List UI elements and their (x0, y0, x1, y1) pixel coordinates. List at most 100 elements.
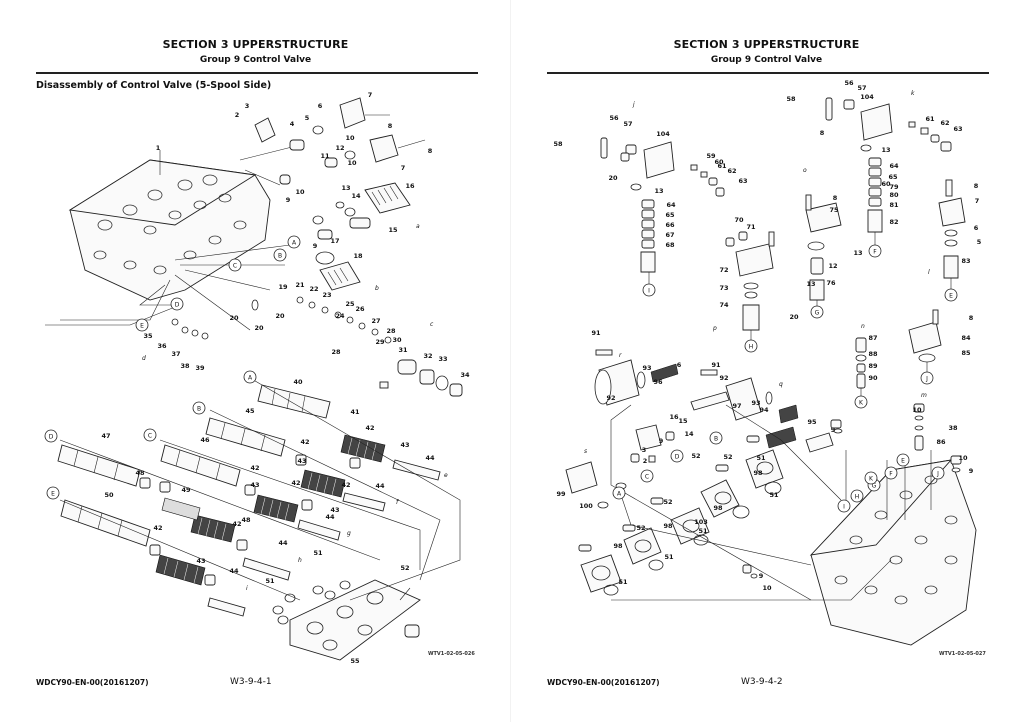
exploded-diagram-right: I H G F E K J A B C D E F G H I J K j k … (553, 79, 982, 646)
letter-tag: F (889, 471, 893, 478)
fittings-99 (565, 424, 675, 494)
callout-number: 51 (664, 553, 674, 561)
callout-number: 44 (278, 539, 288, 547)
sub-assembly-letter: a (416, 223, 420, 230)
valve-body (68, 159, 271, 301)
sub-assembly-letter: d (142, 355, 146, 362)
callout-number: 87 (868, 334, 877, 342)
callout-number: 45 (245, 407, 255, 415)
callout-number: 85 (961, 349, 971, 357)
callout-number: 3 (245, 102, 250, 110)
callout-number: 8 (388, 122, 393, 130)
callout-number: 58 (786, 95, 796, 103)
callout-number: 62 (727, 167, 736, 175)
letter-tag: B (278, 253, 282, 260)
callout-number: 8 (833, 194, 838, 202)
letter-tag: C (233, 263, 237, 270)
callout-number: 28 (331, 348, 341, 356)
spool-19 (319, 261, 361, 291)
callout-number: 12 (335, 144, 344, 152)
callout-number: 7 (368, 91, 373, 99)
callout-number: 10 (347, 159, 357, 167)
callout-number: 92 (719, 374, 728, 382)
spool-41 (257, 384, 331, 419)
callout-number: 64 (666, 201, 676, 209)
right-page: SECTION 3 UPPERSTRUCTURE Group 9 Control… (511, 0, 1022, 722)
letter-tag: G (872, 483, 877, 490)
callout-number: 22 (309, 285, 318, 293)
callout-number: 42 (341, 481, 350, 489)
orings-51 (272, 580, 351, 625)
header-title: SECTION 3 UPPERSTRUCTURE (162, 38, 349, 51)
block-75 (805, 194, 842, 301)
figure-code: WTV1-02-05-026 (428, 651, 475, 657)
callout-number: 51 (698, 527, 708, 535)
bottom-fittings (742, 564, 758, 579)
callout-number: 4 (290, 120, 295, 128)
callout-number: 98 (753, 469, 763, 477)
sub-assembly-letter: r (619, 352, 622, 359)
letter-tag: B (714, 436, 718, 443)
letter-tag: E (901, 458, 905, 465)
callout-number: 20 (254, 324, 264, 332)
exploded-diagram-left: A B C D E A B C D E a b c d e f g h i 12… (44, 91, 470, 665)
callout-number: 60 (881, 180, 891, 188)
callout-numbers: 2356678888999910101012131313131415162020… (553, 79, 981, 592)
callout-number: 92 (606, 394, 615, 402)
callout-number: 57 (623, 120, 632, 128)
callout-number: 38 (948, 424, 958, 432)
callout-number: 13 (654, 187, 663, 195)
callout-number: 51 (756, 454, 766, 462)
sub-assembly-letter: g (347, 530, 351, 537)
sub-assembly-letter: e (444, 472, 448, 479)
callout-number: 42 (365, 424, 374, 432)
callout-number: 96 (653, 378, 663, 386)
callout-number: 26 (355, 305, 365, 313)
callout-number: 6 (318, 102, 323, 110)
callout-number: 13 (881, 146, 890, 154)
callout-number: 23 (322, 291, 331, 299)
callout-number: 34 (460, 371, 470, 379)
block-k (825, 97, 952, 233)
callout-number: 81 (889, 201, 899, 209)
callout-number: 8 (974, 182, 979, 190)
callout-number: 104 (656, 130, 670, 138)
callout-number: 60 (714, 158, 724, 166)
callout-number: 44 (375, 482, 385, 490)
callout-number: 1 (156, 144, 161, 152)
callout-number: 20 (789, 313, 799, 321)
callout-number: 43 (196, 557, 205, 565)
callout-number: 29 (375, 338, 385, 346)
letter-tag: E (949, 293, 953, 300)
callout-number: 9 (831, 426, 836, 434)
letter-tag: J (925, 376, 928, 383)
callout-number: 64 (889, 162, 899, 170)
figure-code: WTV1-02-05-027 (939, 651, 986, 657)
letter-tag: I (843, 504, 845, 511)
callout-number: 15 (388, 226, 398, 234)
letter-tag: H (855, 494, 860, 501)
callout-number: 37 (171, 350, 180, 358)
callout-number: 59 (706, 152, 716, 160)
spool-17 (364, 182, 411, 214)
callout-number: 42 (232, 520, 241, 528)
callout-number: 84 (961, 334, 971, 342)
callout-number: 52 (636, 524, 645, 532)
letter-tag: E (51, 491, 55, 498)
letter-tag: A (617, 491, 622, 498)
callout-number: 52 (663, 498, 672, 506)
callout-number: 39 (195, 364, 205, 372)
callout-number: 42 (291, 479, 300, 487)
callout-number: 2 (643, 457, 648, 465)
callout-number: 17 (330, 237, 339, 245)
spool-45 (205, 417, 286, 457)
stack-87-90 (855, 337, 867, 389)
callout-number: 9 (969, 467, 974, 475)
callout-number: 97 (732, 402, 741, 410)
callout-number: 10 (958, 454, 968, 462)
callout-number: 35 (143, 332, 153, 340)
header-title: SECTION 3 UPPERSTRUCTURE (673, 38, 860, 51)
footer-page-number: W3-9-4-1 (230, 677, 272, 687)
header-subtitle: Group 9 Control Valve (710, 55, 823, 65)
callout-number: 44 (325, 513, 335, 521)
